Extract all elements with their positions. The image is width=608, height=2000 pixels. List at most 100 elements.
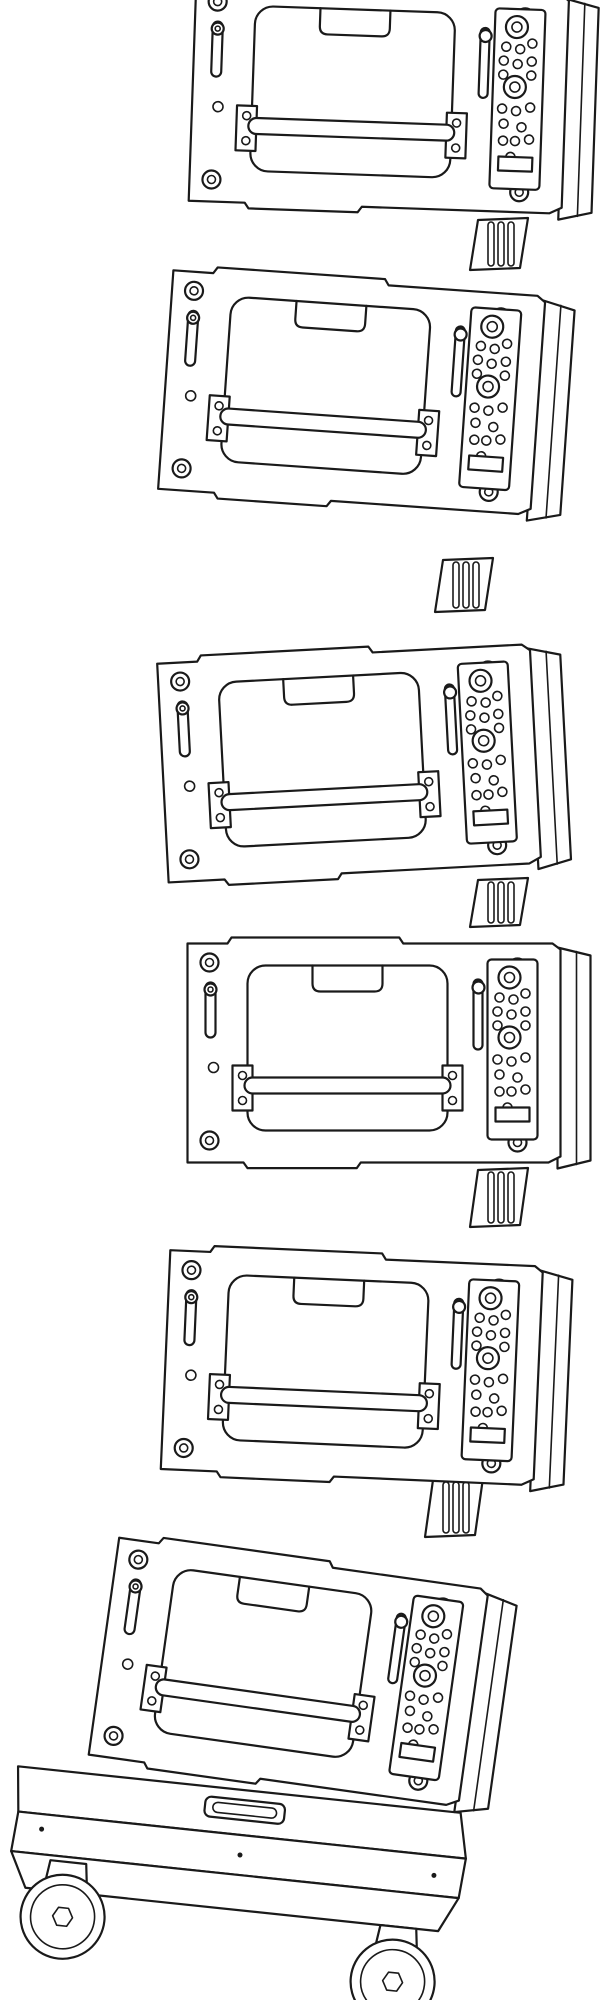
angle-slot-right <box>443 683 459 756</box>
rigging-link-plate <box>468 876 530 929</box>
corner-screw-outer <box>103 1725 124 1746</box>
rigging-hole <box>432 1692 444 1703</box>
rigging-hole <box>469 402 480 413</box>
handle-bolt <box>422 440 432 451</box>
caster-axle-nut <box>51 1906 74 1928</box>
grille-top-tab <box>236 1575 311 1613</box>
corner-screw-inner <box>186 1265 197 1275</box>
rigging-hole <box>499 1341 510 1353</box>
rigging-hole <box>506 1086 517 1097</box>
rigging-hole <box>428 1633 440 1644</box>
handle-bolt <box>214 1379 225 1390</box>
carry-handle-bar <box>243 1076 452 1095</box>
rigging-link-slot <box>452 561 460 609</box>
dolly-screw <box>431 1872 437 1878</box>
rigging-link <box>423 1476 485 1539</box>
rigging-hole <box>489 343 500 355</box>
rigging-hole <box>471 368 483 380</box>
rigging-hole <box>527 38 538 49</box>
quick-release-pin <box>504 14 530 40</box>
rigging-link-plate <box>468 1166 530 1229</box>
quick-release-pin <box>421 1604 446 1629</box>
corner-screw-inner <box>204 957 215 968</box>
carry-handle-bar <box>219 407 427 439</box>
rigging-hole <box>404 1705 416 1717</box>
handle-bolt <box>354 1725 365 1735</box>
cabinet-side-shell <box>556 946 592 1170</box>
rigging-hole <box>488 1315 499 1326</box>
small-hole-left <box>184 390 197 402</box>
rigging-hole <box>480 435 492 446</box>
corner-screw-inner <box>175 676 185 687</box>
angle-slot-right <box>477 26 491 100</box>
transport-dolly <box>10 1765 467 2000</box>
rigging-hole <box>465 724 477 735</box>
rigging-hole <box>514 43 526 55</box>
rigging-hole <box>512 1072 523 1083</box>
rigging-hole <box>497 1373 509 1385</box>
rigging-link-slot <box>487 881 495 924</box>
cabinet-side-edge <box>576 2 586 218</box>
quick-release-pin <box>471 728 496 753</box>
rigging-hole <box>488 1393 500 1404</box>
quick-release-pin <box>502 74 527 100</box>
quick-release-pin-center <box>486 320 499 333</box>
corner-screw-inner <box>108 1731 119 1741</box>
corner-screw-inner <box>184 854 195 865</box>
corner-screw-outer <box>170 671 191 692</box>
rigging-hole <box>481 759 493 770</box>
rigging-hole <box>494 1086 505 1097</box>
grille-top-tab <box>292 1276 366 1308</box>
handle-bolt <box>150 1671 161 1681</box>
quick-release-pin <box>478 1286 503 1311</box>
rigging-link-slot <box>507 221 515 267</box>
rigging-hole <box>483 789 494 800</box>
rigging-hole <box>500 41 512 53</box>
rigging-hole <box>493 722 505 734</box>
corner-screw-inner <box>212 0 223 7</box>
caster-rim <box>29 1883 96 1950</box>
rigging-hole <box>485 1329 497 1341</box>
corner-screw-outer <box>199 1130 220 1151</box>
small-hole-left <box>212 100 224 113</box>
rigging-hole <box>526 56 538 67</box>
rigging-hole <box>495 434 506 445</box>
rigging-hole <box>492 708 504 720</box>
angle-pin-right <box>453 327 468 342</box>
handle-bolt <box>212 425 223 436</box>
corner-screw-inner <box>204 1135 215 1146</box>
dolly-underside <box>10 1849 460 1933</box>
corner-screw-inner <box>176 463 187 474</box>
angle-pin-right <box>442 685 458 700</box>
rigging-hole <box>471 1340 482 1351</box>
corner-screw-inner <box>189 286 199 296</box>
rigging-hole <box>516 121 527 133</box>
rigging-label-plate <box>398 1741 437 1763</box>
rigging-hole <box>415 1629 426 1640</box>
rigging-hole <box>498 118 509 129</box>
quick-release-pin <box>480 314 505 339</box>
angle-pin-left <box>203 982 218 997</box>
angle-pin-left <box>128 1579 143 1594</box>
handle-bolt <box>423 776 434 787</box>
cabinet-side-edge <box>472 1599 505 1812</box>
corner-screw-outer <box>199 952 220 973</box>
grille-top-tab <box>318 7 392 38</box>
rigging-hole <box>414 1724 425 1735</box>
rigging-hole <box>409 1656 421 1668</box>
rigging-link-slot <box>497 1171 505 1224</box>
rigging-link-slot <box>507 881 515 924</box>
cabinet-3 <box>156 643 573 886</box>
rigging-hole <box>480 697 491 708</box>
rigging-hole <box>524 102 536 113</box>
rigging-hole <box>471 1389 482 1400</box>
grille-recess <box>153 1569 373 1758</box>
handle-bolt <box>214 401 224 411</box>
quick-release-pin <box>412 1663 438 1688</box>
angle-pin-right <box>471 980 486 995</box>
rigging-hole <box>486 358 497 370</box>
rigging-hole <box>479 712 490 723</box>
handle-bolt <box>358 1700 369 1711</box>
angle-pin-left-center <box>214 25 222 32</box>
rigging-hole <box>523 134 535 145</box>
